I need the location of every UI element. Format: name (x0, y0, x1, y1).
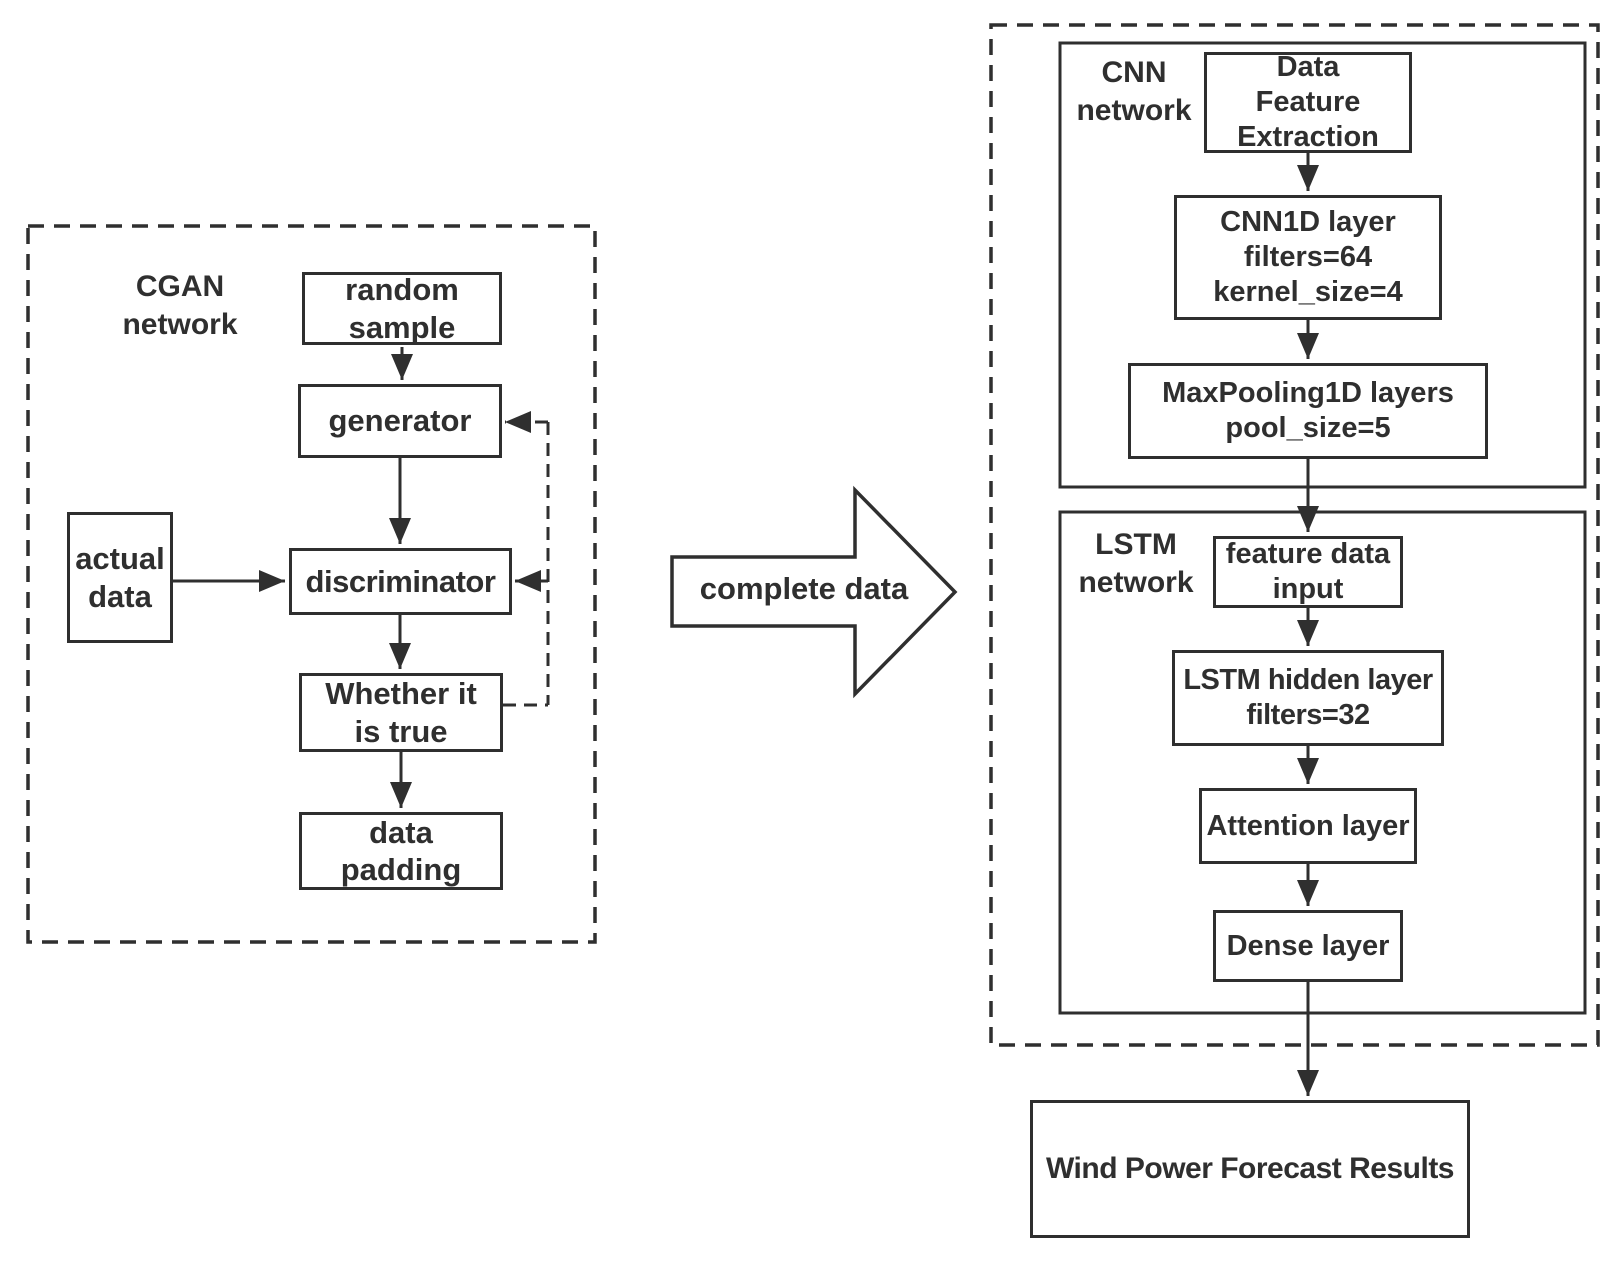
whether-true-box: Whether it is true (299, 673, 503, 752)
data-padding-box: data padding (299, 812, 503, 890)
cnn1d-layer-box: CNN1D layer filters=64 kernel_size=4 (1174, 195, 1442, 320)
cgan-panel-border (26, 224, 597, 944)
generator-box: generator (298, 384, 502, 458)
lstm-network-border (1058, 510, 1587, 1015)
random-sample-box: random sample (302, 272, 502, 345)
cnn-network-border (1058, 41, 1587, 489)
data-feature-extraction-box: Data Feature Extraction (1204, 51, 1412, 153)
dense-layer-box: Dense layer (1213, 910, 1403, 982)
complete-data-arrow-shape (670, 485, 958, 699)
lstm-hidden-layer-box: LSTM hidden layer filters=32 (1172, 650, 1444, 746)
attention-layer-box: Attention layer (1199, 788, 1417, 864)
actual-data-box: actual data (67, 512, 173, 643)
lstm-network-label: LSTM network (1078, 528, 1194, 599)
cgan-network-label: CGAN network (122, 270, 238, 341)
maxpooling1d-box: MaxPooling1D layers pool_size=5 (1128, 363, 1488, 459)
cnn-lstm-panel-border (989, 23, 1600, 1047)
wind-power-forecast-results-box: Wind Power Forecast Results (1030, 1100, 1470, 1238)
complete-data-label: complete data (699, 571, 909, 606)
feature-data-input-box: feature data input (1213, 536, 1403, 608)
cnn-network-label: CNN network (1076, 56, 1192, 127)
discriminator-box: discriminator (289, 548, 512, 615)
